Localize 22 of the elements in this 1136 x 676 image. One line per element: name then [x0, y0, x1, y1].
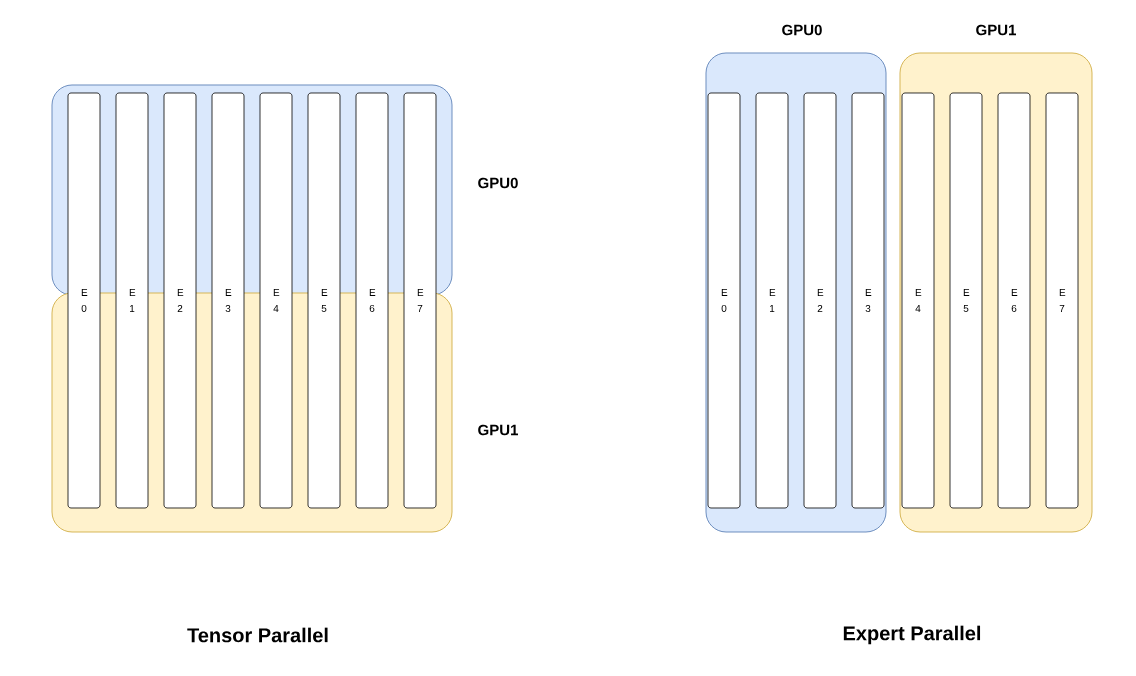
expert-bar: E 7: [403, 92, 437, 509]
expert-bar: E 2: [163, 92, 197, 509]
expert-bar: E 0: [67, 92, 101, 509]
node-label: GPU0: [782, 24, 822, 36]
node-label: GPU1: [976, 24, 1016, 36]
expert-bar: E 4: [901, 92, 935, 509]
expert-bar: E 5: [307, 92, 341, 509]
panel-title: Tensor Parallel: [187, 627, 328, 643]
node-label: GPU0: [478, 177, 518, 189]
expert-bar: E 7: [1045, 92, 1079, 509]
expert-bar: E 1: [115, 92, 149, 509]
expert-bar: E 3: [211, 92, 245, 509]
expert-bar: E 3: [851, 92, 885, 509]
expert-bar: E 5: [949, 92, 983, 509]
expert-bar: E 0: [707, 92, 741, 509]
expert-bar: E 2: [803, 92, 837, 509]
panel-title: Expert Parallel: [843, 625, 981, 645]
expert-bar: E 6: [997, 92, 1031, 509]
expert-bar: E 4: [259, 92, 293, 509]
expert-bar: E 6: [355, 92, 389, 509]
node-label: GPU1: [478, 424, 519, 436]
expert-bar: E 1: [755, 92, 789, 509]
